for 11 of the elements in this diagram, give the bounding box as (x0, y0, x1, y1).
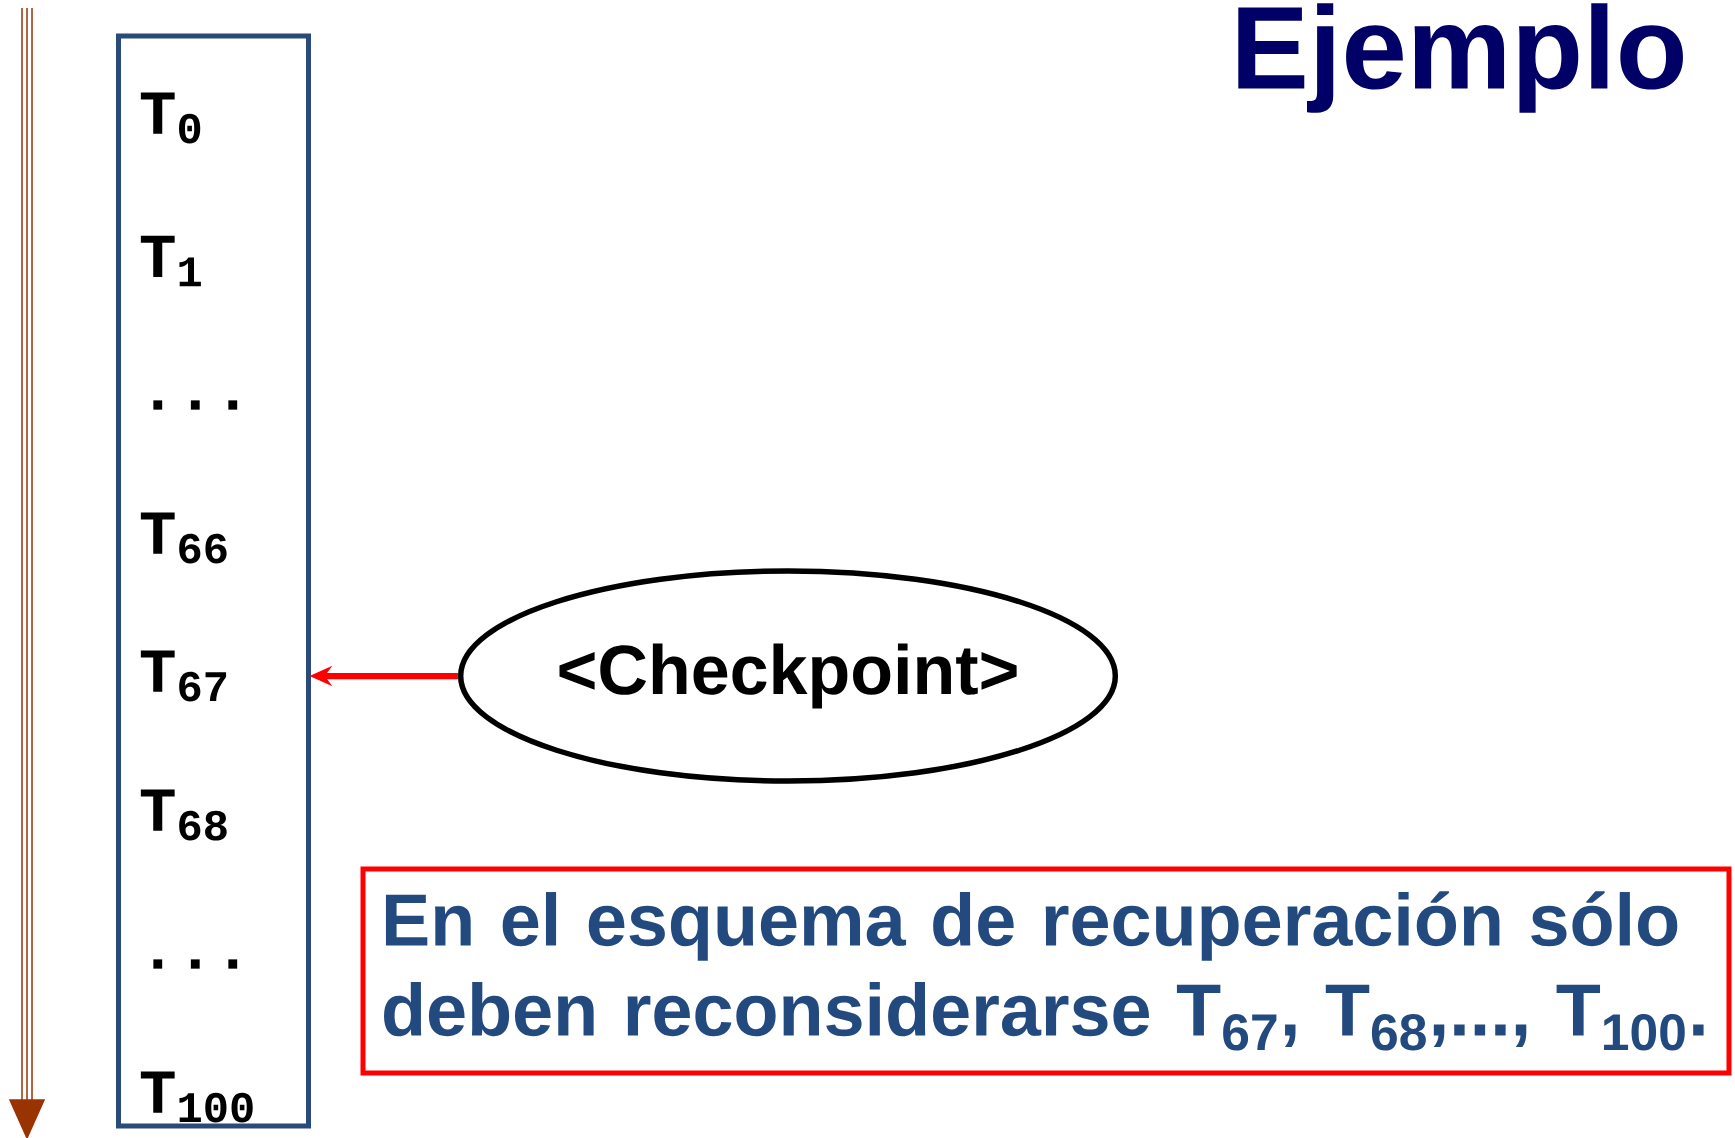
log-entry: T$_{0}$ (140, 92, 201, 144)
log-entry: T$_{67}$ (140, 650, 227, 702)
log-entry: ... (153, 400, 238, 410)
log-entry: T$_{100}$ (140, 1071, 253, 1123)
log-entry: T$_{1}$ (140, 235, 201, 287)
log-entry: ... (153, 959, 238, 969)
title: Ejemplo (1238, 3, 1683, 113)
log-box (116, 33, 311, 1129)
note-box: En el esquema de recuperación sólo deben reconsiderarse T$_{67}$, T$_{68}$,..., T$_{100}$. (360, 866, 1732, 1076)
log-entry: T$_{68}$ (140, 789, 227, 841)
log-entry: T$_{66}$ (140, 512, 227, 564)
